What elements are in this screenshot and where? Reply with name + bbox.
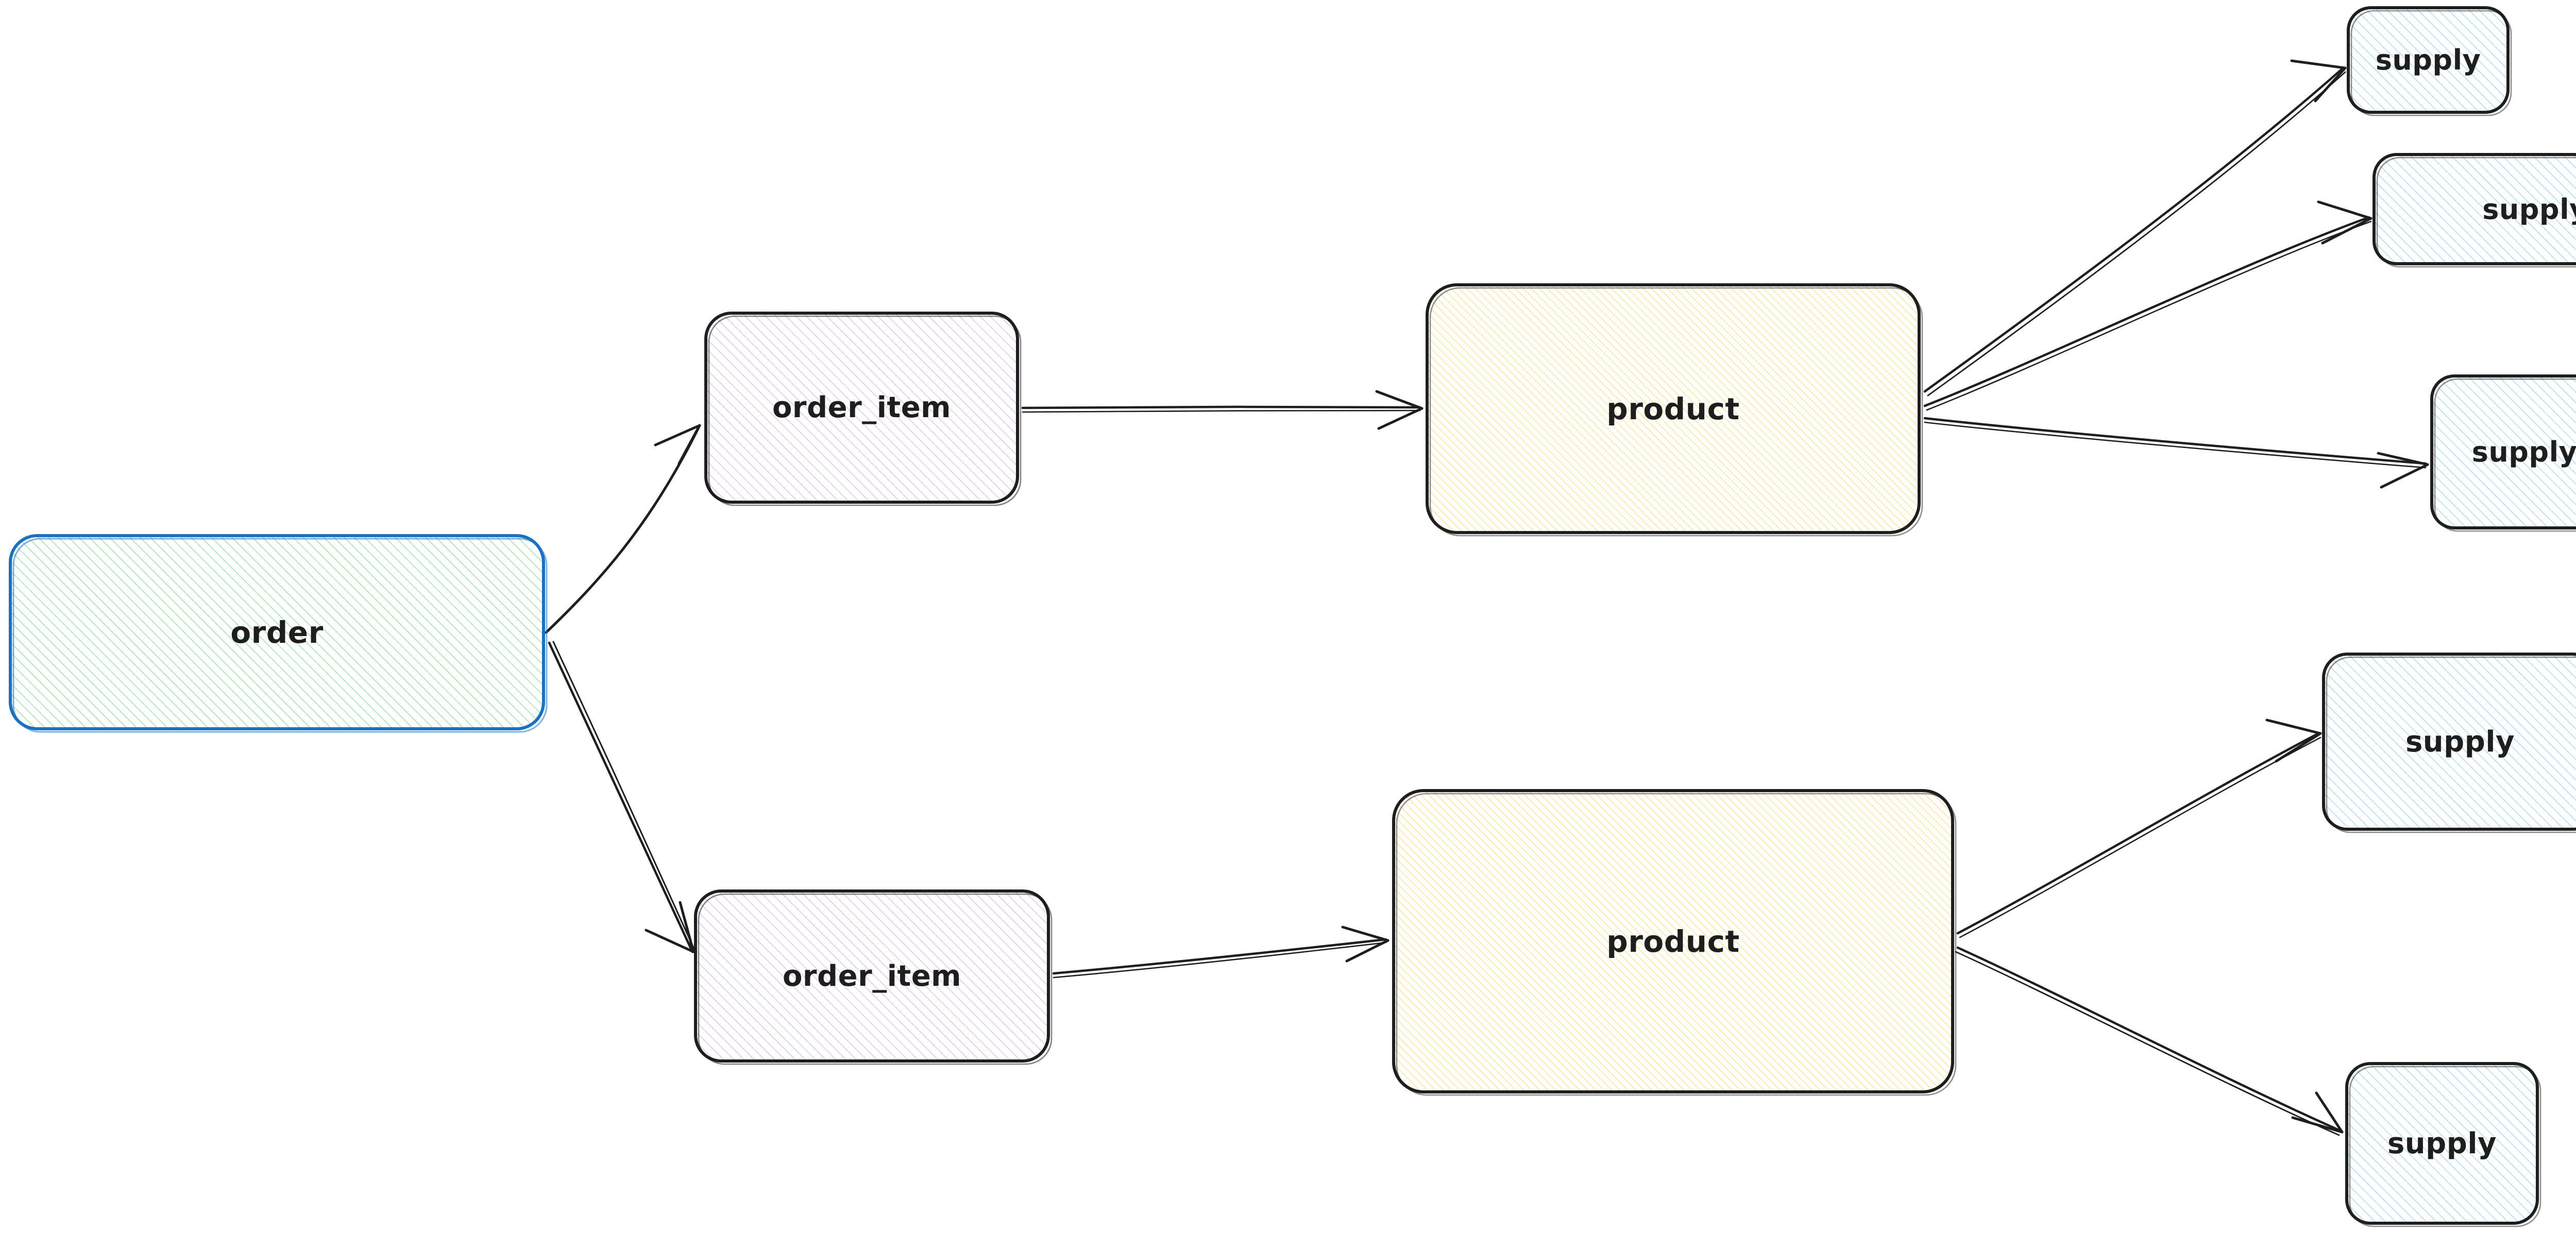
node-product-top[interactable]	[1426, 283, 1923, 537]
node-supply-2[interactable]	[2372, 153, 2576, 268]
node-product-bottom[interactable]	[1392, 789, 1957, 1096]
node-order[interactable]	[9, 534, 548, 733]
edge-product-top-to-supply-3	[1923, 417, 2429, 489]
nodes-layer	[9, 6, 2576, 1227]
edge-product-bottom-to-supply-5	[1955, 946, 2344, 1136]
edges-layer	[545, 59, 2429, 1136]
node-order-item-top[interactable]	[704, 312, 1022, 506]
node-order-item-bottom[interactable]	[694, 889, 1053, 1065]
node-supply-3[interactable]	[2430, 374, 2576, 532]
node-supply-4[interactable]	[2322, 653, 2576, 833]
node-supply-1[interactable]	[2347, 6, 2512, 116]
node-supply-5[interactable]	[2345, 1062, 2541, 1227]
edge-product-top-to-supply-2	[1923, 200, 2372, 411]
edge-order-item-bottom-to-product-bottom	[1052, 926, 1389, 979]
edge-order-to-order-item-top	[545, 424, 701, 634]
edge-product-top-to-supply-1	[1923, 59, 2347, 397]
edge-order-item-top-to-product-top	[1021, 390, 1423, 430]
edge-product-bottom-to-supply-4	[1956, 718, 2322, 938]
edge-order-to-order-item-bottom	[548, 641, 696, 953]
